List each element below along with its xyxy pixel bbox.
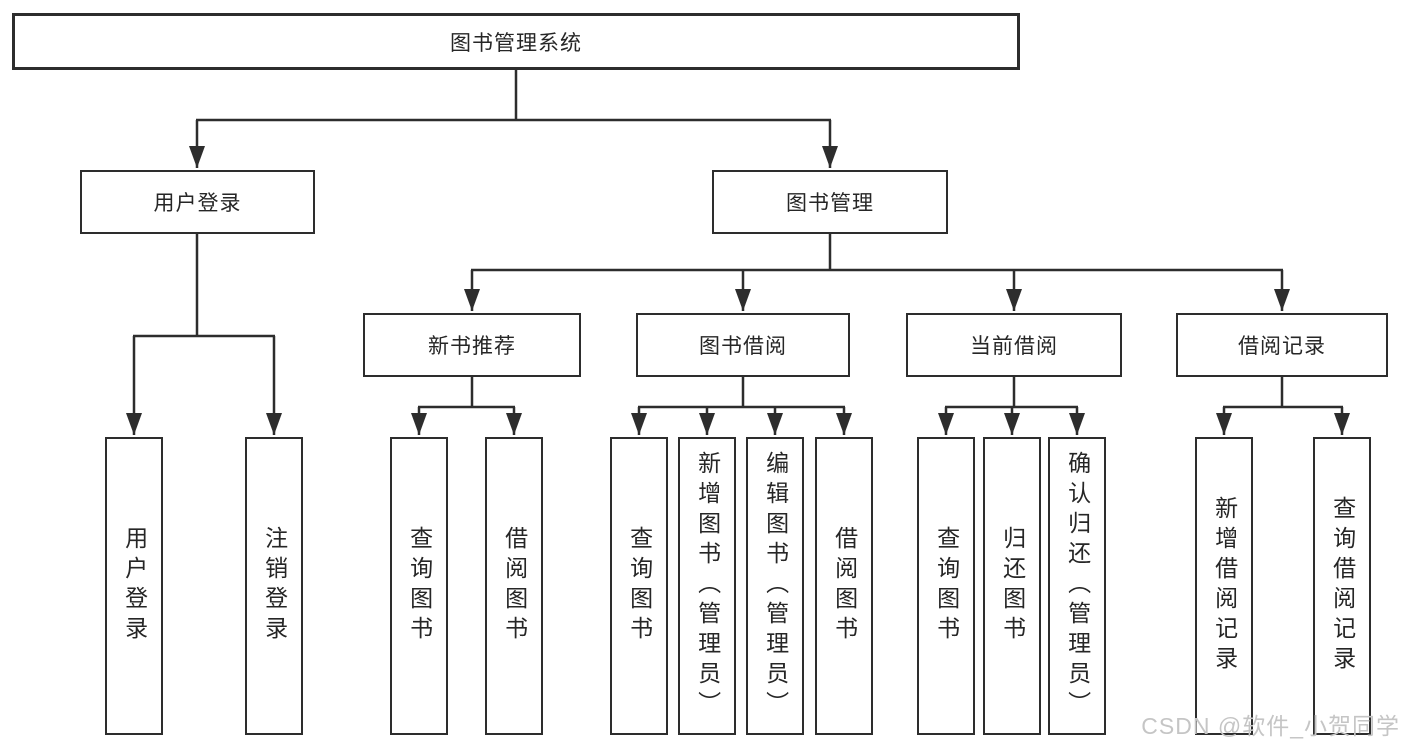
leaf-query-borrow-record: 查询借阅记录 <box>1313 437 1371 735</box>
leaf-add-book-admin: 新增图书（管理员） <box>678 437 736 735</box>
leaf-borrow-books-1: 借阅图书 <box>485 437 543 735</box>
node-label: 确认归还（管理员） <box>1064 451 1091 721</box>
node-label: 图书管理 <box>786 192 874 215</box>
leaf-edit-book-admin: 编辑图书（管理员） <box>746 437 804 735</box>
node-current-borrow: 当前借阅 <box>906 313 1122 377</box>
node-label: 借阅图书 <box>501 526 528 646</box>
node-library-management-system: 图书管理系统 <box>12 13 1020 70</box>
node-label: 归还图书 <box>999 526 1026 646</box>
leaf-query-books-3: 查询图书 <box>917 437 975 735</box>
node-label: 查询图书 <box>406 526 433 646</box>
leaf-confirm-return-admin: 确认归还（管理员） <box>1048 437 1106 735</box>
node-label: 查询图书 <box>626 526 653 646</box>
node-label: 注销登录 <box>261 526 288 646</box>
node-label: 查询借阅记录 <box>1329 496 1356 676</box>
leaf-query-books-1: 查询图书 <box>390 437 448 735</box>
leaf-add-borrow-record: 新增借阅记录 <box>1195 437 1253 735</box>
node-label: 用户登录 <box>153 192 242 215</box>
leaf-logout: 注销登录 <box>245 437 303 735</box>
node-book-management: 图书管理 <box>712 170 948 234</box>
leaf-query-books-2: 查询图书 <box>610 437 668 735</box>
node-label: 借阅图书 <box>831 526 858 646</box>
node-label: 用户登录 <box>121 526 148 646</box>
node-label: 图书管理系统 <box>450 31 582 55</box>
node-book-borrow: 图书借阅 <box>636 313 850 377</box>
node-label: 借阅记录 <box>1238 335 1326 358</box>
node-label: 新增借阅记录 <box>1211 496 1238 676</box>
node-label: 编辑图书（管理员） <box>762 451 789 721</box>
node-borrow-records: 借阅记录 <box>1176 313 1388 377</box>
node-user-login: 用户登录 <box>80 170 315 234</box>
node-label: 新增图书（管理员） <box>694 451 721 721</box>
node-label: 图书借阅 <box>699 335 787 358</box>
leaf-borrow-books-2: 借阅图书 <box>815 437 873 735</box>
node-label: 新书推荐 <box>428 335 516 358</box>
node-label: 当前借阅 <box>970 335 1058 358</box>
node-new-book-recommend: 新书推荐 <box>363 313 581 377</box>
leaf-return-books: 归还图书 <box>983 437 1041 735</box>
node-label: 查询图书 <box>933 526 960 646</box>
leaf-user-login: 用户登录 <box>105 437 163 735</box>
csdn-watermark: CSDN @软件_小贺同学 <box>1141 713 1400 739</box>
